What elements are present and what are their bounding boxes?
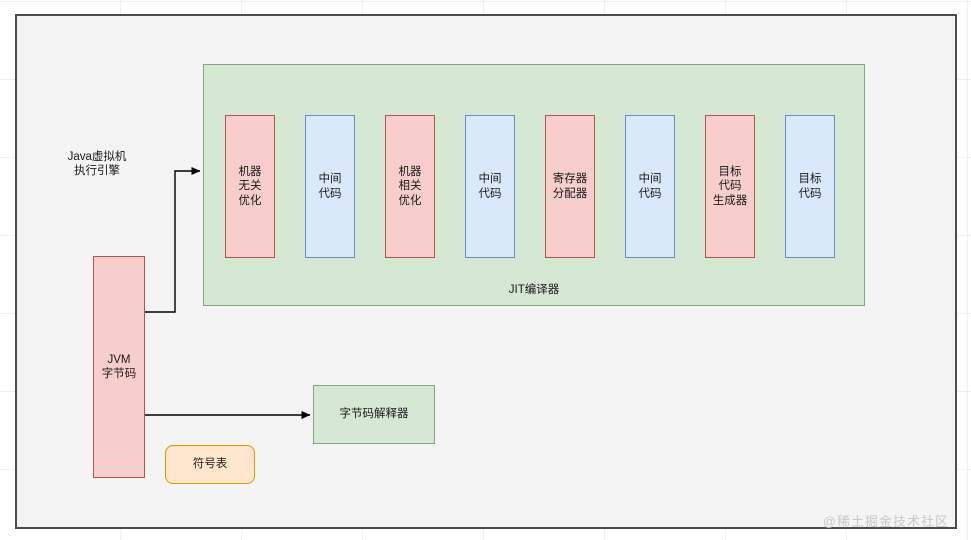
jit-compiler-label: JIT编译器 [508,283,560,296]
stage-intermediate-code-2[interactable]: 中间 代码 [465,115,515,258]
stage-target-code-generator[interactable]: 目标 代码 生成器 [705,115,755,258]
bytecode-interpreter-box[interactable]: 字节码解释器 [313,385,435,444]
stage-intermediate-code-1[interactable]: 中间 代码 [305,115,355,258]
stage-label: 目标 代码 生成器 [712,166,748,207]
stage-label: 寄存器 分配器 [552,173,588,200]
execution-engine-title-text: Java虚拟机 执行引擎 [67,150,127,177]
stage-label: 机器 相关 优化 [398,166,422,207]
watermark: @稀土掘金技术社区 [822,514,949,529]
stage-label: 机器 无关 优化 [238,166,262,207]
execution-engine-title: Java虚拟机 执行引擎 [47,148,147,180]
symbol-table-label: 符号表 [192,458,228,471]
bytecode-interpreter-label: 字节码解释器 [339,408,409,421]
stage-register-allocator[interactable]: 寄存器 分配器 [545,115,595,258]
jit-compiler-container: JIT编译器 [203,64,865,306]
stage-label: 中间 代码 [318,173,342,200]
stage-label: 中间 代码 [638,173,662,200]
jvm-bytecode-label: JVM 字节码 [101,353,137,380]
stage-machine-dependent-optimizer[interactable]: 机器 相关 优化 [385,115,435,258]
symbol-table-box[interactable]: 符号表 [165,445,255,484]
stage-label: 目标 代码 [798,173,822,200]
stage-intermediate-code-3[interactable]: 中间 代码 [625,115,675,258]
stage-target-code[interactable]: 目标 代码 [785,115,835,258]
stage-label: 中间 代码 [478,173,502,200]
jvm-bytecode-box[interactable]: JVM 字节码 [93,256,145,478]
stage-machine-independent-optimizer[interactable]: 机器 无关 优化 [225,115,275,258]
